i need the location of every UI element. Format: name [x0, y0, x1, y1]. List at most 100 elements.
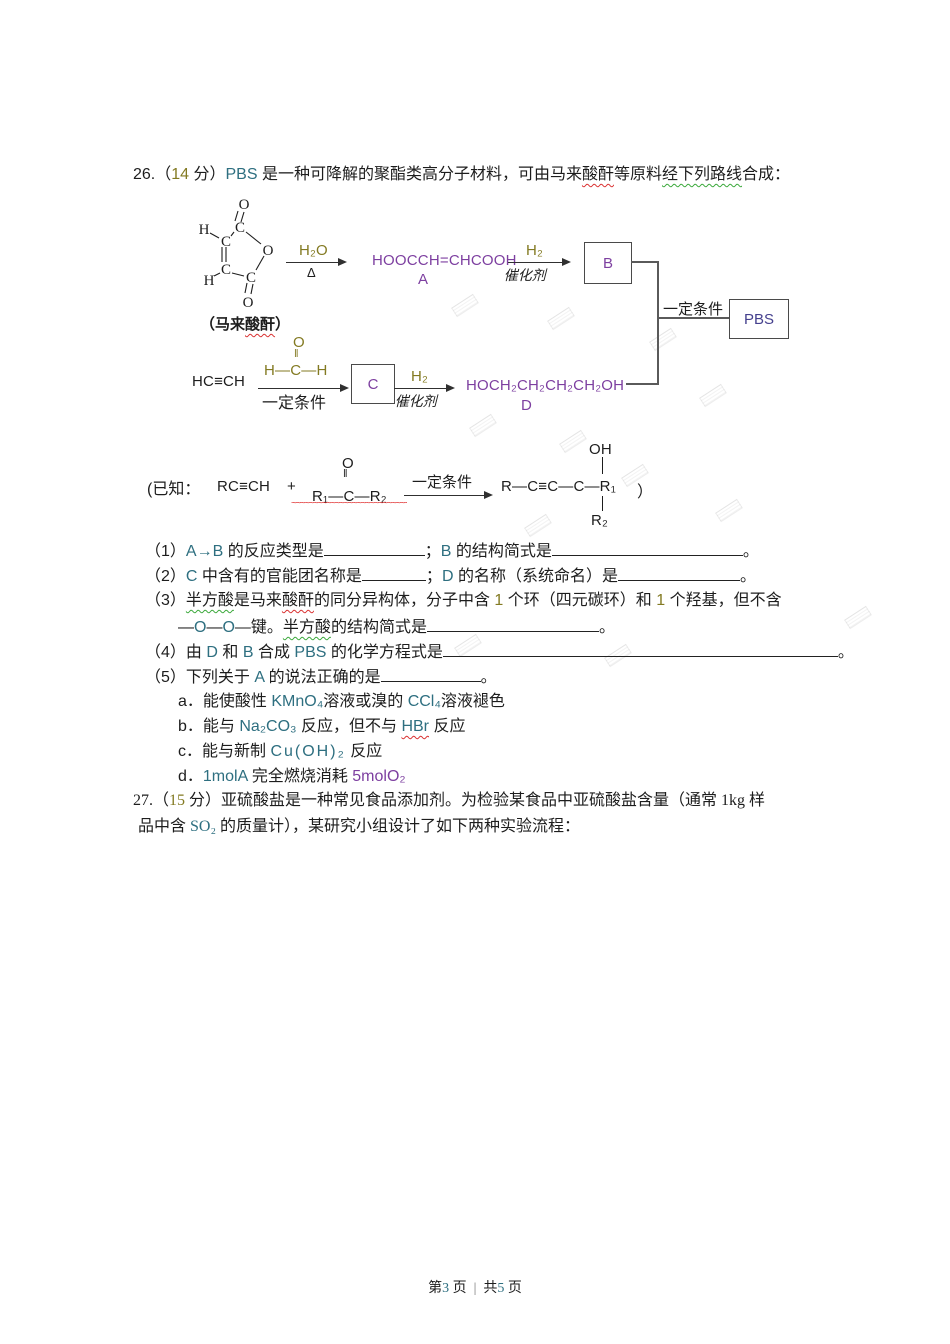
text-segment: 酸酐: [281, 592, 314, 609]
text-segment: 页: [449, 1281, 467, 1296]
watermark: [451, 293, 479, 318]
known-condition: 一定条件: [412, 474, 473, 491]
text-segment: 溶液褪色: [440, 693, 505, 710]
ketone-o: O: [342, 455, 354, 472]
text-segment: —: [206, 619, 223, 636]
text-segment: |: [466, 1281, 484, 1296]
page-footer: 第3 页 | 共5 页: [0, 1278, 950, 1299]
text-segment: 的结构简式是: [330, 619, 427, 636]
watermark: [469, 413, 497, 438]
arrow4: [394, 383, 455, 392]
text-segment: 酸酐: [245, 316, 276, 333]
arrow4-catalyst: 催化剂: [394, 393, 440, 409]
text-segment: SO₂: [190, 818, 217, 835]
text-segment: 和: [217, 644, 243, 661]
text-segment: Cu(OH)₂: [270, 743, 346, 760]
ketone-double-bond: ‖: [343, 468, 348, 480]
text-segment: （马来: [200, 316, 246, 333]
text-segment: c．能与新制: [178, 743, 271, 760]
compound-d-formula: HOCH₂CH₂CH₂CH₂OH: [466, 377, 625, 394]
text-segment: （4）由: [145, 644, 207, 661]
text-segment: 半方酸: [185, 592, 234, 609]
text-segment: 的化学方程式是: [326, 644, 443, 661]
text-segment: 半方酸: [282, 619, 331, 636]
compound-d-label: D: [521, 397, 533, 414]
text-segment: 是一种可降解的聚酯类高分子材料，可由马来: [257, 166, 582, 183]
text-segment: 溶液或溴的: [323, 693, 408, 710]
text-segment: 是马来: [233, 592, 282, 609]
atom-h-bot: H: [204, 273, 215, 289]
text-segment: 品中含: [138, 818, 191, 835]
text-segment: 中含有的官能团名称是: [197, 568, 362, 585]
watermark: [844, 605, 872, 630]
text-segment: 1kg: [721, 792, 746, 809]
text-segment: （1）: [145, 543, 186, 560]
text-segment: 页: [504, 1281, 522, 1296]
q26-header: 26.（14 分）PBS 是一种可降解的聚酯类高分子材料，可由马来酸酐等原料经下…: [133, 164, 790, 185]
text-segment: 3: [442, 1281, 450, 1296]
text-segment: HBr: [401, 718, 430, 735]
formaldehyde-double-bond: ‖: [294, 348, 299, 360]
text-segment: 5: [497, 1281, 505, 1296]
text-segment: —: [178, 619, 194, 636]
text-segment: 完全燃烧消耗: [247, 768, 353, 785]
text-segment: （5）下列关于: [145, 669, 255, 686]
q26-item-3-line1: （3）半方酸是马来酸酐的同分异构体，分子中含 1 个环（四元碳环）和 1 个羟基…: [145, 590, 782, 611]
text-segment: 样: [745, 792, 766, 809]
text-segment: d．: [178, 768, 203, 785]
product-r2: R₂: [591, 512, 609, 529]
known-alkyne: RC≡CH: [217, 478, 271, 495]
text-segment: 分）: [189, 166, 226, 183]
text-segment: CCl₄: [407, 693, 441, 710]
q26-item-1: （1）A→B 的反应类型是；B 的结构简式是。: [145, 540, 759, 562]
watermark: [559, 429, 587, 454]
q26-option-b: b．能与 Na₂CO₃ 反应，但不与 HBr 反应: [178, 716, 465, 737]
watermark: [649, 327, 677, 352]
text-segment: B: [242, 644, 254, 661]
arrow1-reagent: H₂O: [299, 242, 328, 259]
connector-line: [631, 261, 658, 263]
arrow2: [508, 257, 571, 266]
text-segment: 。: [739, 568, 756, 585]
acetylene-formula: HC≡CH: [192, 373, 246, 390]
text-segment: 分）亚硫酸盐是一种常见食品添加剂。为检验某食品中亚硫酸盐含量（通常: [185, 792, 722, 809]
text-segment: KMnO₄: [271, 693, 324, 710]
compound-b-label: B: [602, 254, 613, 272]
text-segment: 个环（四元碳环）和: [503, 592, 657, 609]
atom-c-left-top: C: [221, 234, 231, 250]
text-segment: 第: [428, 1281, 443, 1296]
text-segment: 经下列路线: [662, 166, 743, 183]
bond-line: [602, 457, 604, 474]
pbs-box: PBS: [729, 299, 789, 339]
atom-o-ring: O: [263, 243, 274, 259]
bond-line: [602, 496, 604, 511]
q26-option-d: d．1molA 完全燃烧消耗 5molO₂: [178, 766, 406, 787]
text-segment: b．能与: [178, 718, 240, 735]
text-segment: 个羟基，但不含: [665, 592, 782, 609]
known-plus: +: [287, 478, 296, 495]
text-segment: —键。: [234, 619, 283, 636]
arrow3: [258, 383, 349, 392]
text-segment: 。: [837, 644, 854, 661]
text-segment: D: [206, 644, 218, 661]
text-segment: 1: [656, 592, 666, 609]
red-squiggle: ~~~~~~~~~~~~~~~~~~~~~~~~~~~~~~~~: [291, 500, 407, 508]
compound-c-label: C: [367, 375, 379, 393]
known-product: R—C≡C—C—R₁: [501, 478, 616, 495]
atom-h-top: H: [199, 222, 210, 238]
q26-item-2: （2）C 中含有的官能团名称是；D 的名称（系统命名）是。: [145, 565, 756, 587]
blank-line: [323, 540, 425, 556]
text-segment: 合成：: [742, 166, 791, 183]
q26-item-4: （4）由 D 和 B 合成 PBS 的化学方程式是。: [145, 641, 854, 663]
text-segment: PBS: [225, 166, 258, 183]
compound-b-box: B: [584, 242, 632, 284]
compound-a-formula: HOOCCH=CHCOOH: [372, 252, 517, 269]
text-segment: 反应: [345, 743, 383, 760]
text-segment: 15: [169, 792, 186, 809]
text-segment: （2）: [145, 568, 186, 585]
text-segment: a．能使酸性: [178, 693, 272, 710]
formaldehyde-o: O: [293, 334, 305, 351]
connector-line: [657, 261, 659, 385]
atom-c-top: C: [235, 220, 245, 236]
compound-a-label: A: [418, 271, 429, 288]
